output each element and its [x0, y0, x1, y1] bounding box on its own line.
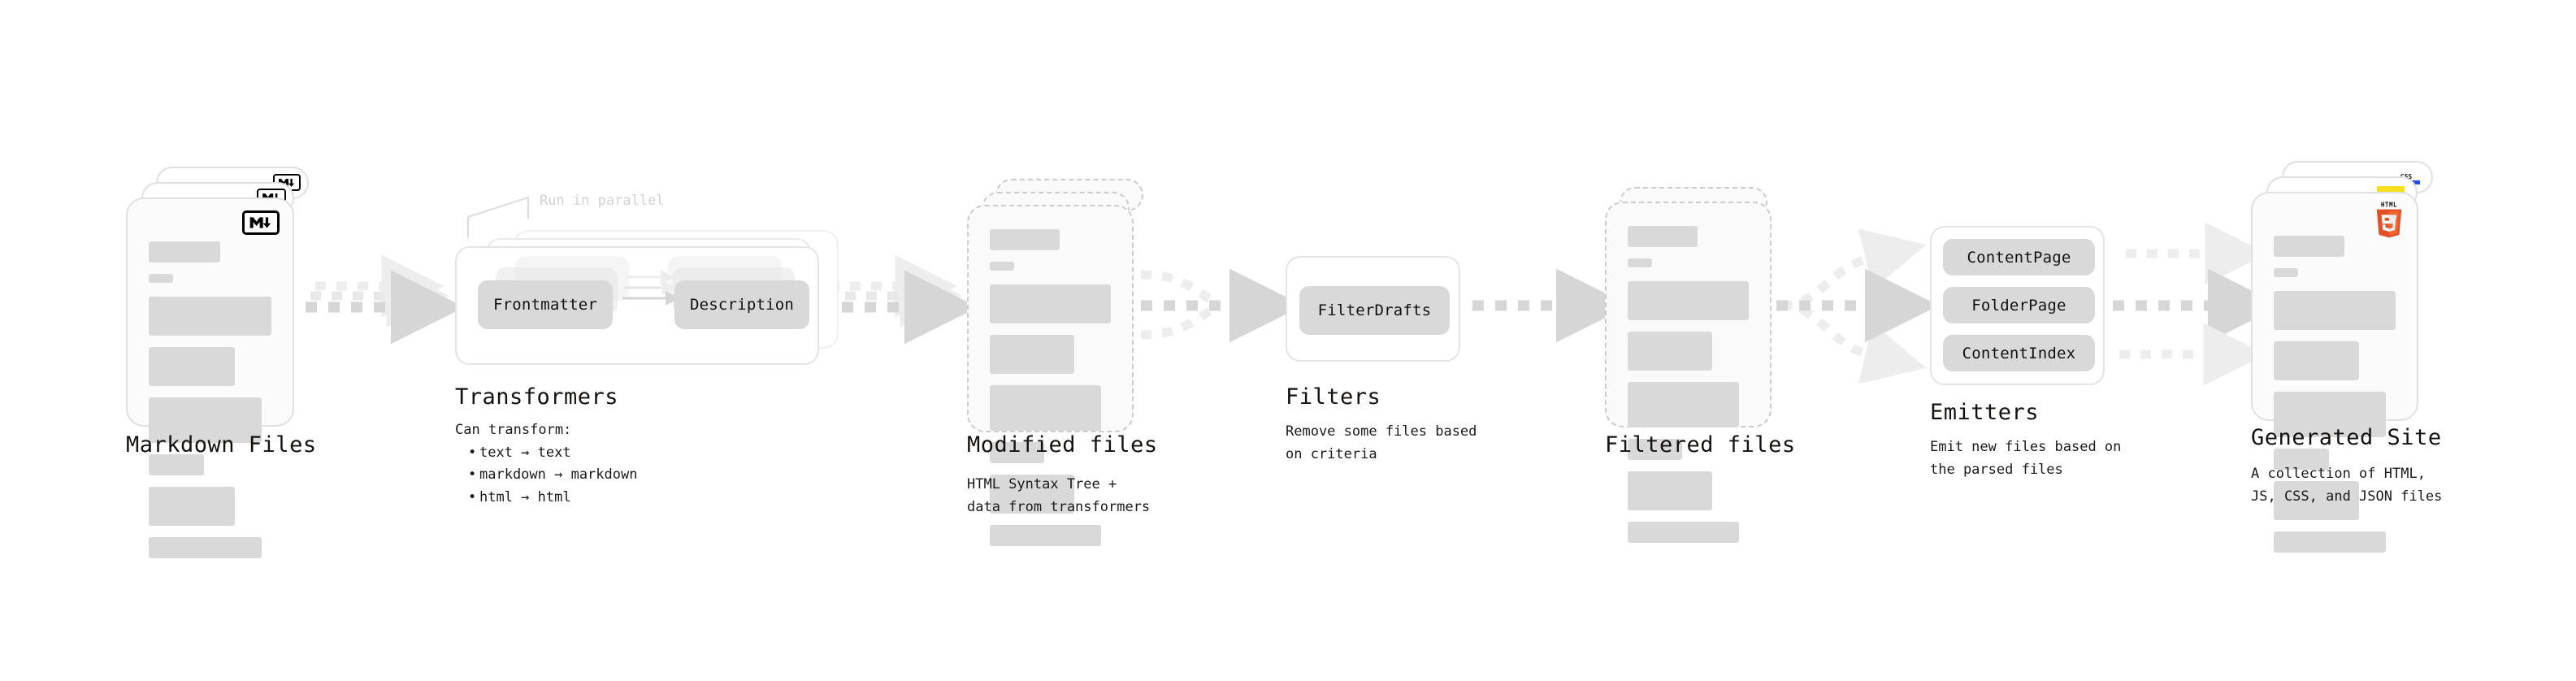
markdown-card-front — [126, 197, 294, 558]
content-line — [1628, 258, 1652, 267]
content-line — [149, 347, 235, 386]
transformers-group: Run in parallel Frontmatter — [455, 191, 839, 365]
filtered-card-content — [1628, 226, 1749, 554]
filters-group: FilterDrafts — [1286, 256, 1460, 362]
content-line — [2274, 481, 2359, 520]
markdown-card-content — [149, 241, 271, 570]
markdown-files-title: Markdown Files — [126, 432, 317, 458]
transformers-bullet-item: html → html — [468, 487, 637, 510]
content-line — [2274, 291, 2396, 330]
generated-site-title: Generated Site — [2251, 425, 2442, 450]
content-line — [2274, 341, 2359, 380]
emitter-node-contentindex[interactable]: ContentIndex — [1943, 335, 2095, 371]
transformers-title: Transformers — [455, 384, 619, 410]
filtered-files-stack — [1605, 187, 1792, 543]
emitter-node-label: ContentPage — [1967, 248, 2071, 267]
content-line — [990, 385, 1102, 431]
emitters-group: ContentPage FolderPage ContentIndex — [1930, 226, 2105, 385]
content-line — [2274, 236, 2344, 257]
transformers-caption: Can transform: text → text markdown → ma… — [455, 419, 637, 509]
generated-card-content — [2274, 236, 2396, 564]
transformer-node-description[interactable]: Description — [674, 280, 809, 329]
content-line — [990, 229, 1060, 250]
content-line — [149, 454, 204, 475]
generated-card-front: HTML — [2251, 192, 2418, 553]
filtered-files-title: Filtered files — [1605, 432, 1796, 458]
generated-site-caption: A collection of HTML, JS, CSS, and JSON … — [2251, 466, 2443, 505]
modified-files-caption: HTML Syntax Tree + data from transformer… — [967, 476, 1151, 515]
content-line — [149, 487, 235, 526]
modified-files-title: Modified files — [967, 432, 1158, 458]
content-line — [2274, 449, 2329, 470]
content-line — [2274, 392, 2386, 437]
filter-node-filterdrafts[interactable]: FilterDrafts — [1299, 286, 1450, 335]
content-line — [2274, 268, 2298, 277]
modified-files-stack — [967, 179, 1154, 546]
transformers-bullet-item: text → text — [468, 442, 637, 465]
emitter-node-label: FolderPage — [1971, 296, 2066, 314]
arrow-markdown-to-transformers — [306, 254, 465, 345]
content-line — [149, 274, 174, 283]
filter-node-label: FilterDrafts — [1317, 301, 1432, 319]
content-line — [990, 442, 1045, 463]
emitter-node-folderpage[interactable]: FolderPage — [1943, 287, 2095, 323]
transformer-node-frontmatter[interactable]: Frontmatter — [478, 280, 613, 329]
markdown-files-stack — [126, 167, 313, 558]
content-line — [1628, 281, 1749, 320]
content-line — [990, 525, 1102, 546]
emitter-node-contentpage[interactable]: ContentPage — [1943, 239, 2095, 275]
transformers-bullet-item: markdown → markdown — [468, 464, 637, 487]
content-line — [1628, 439, 1683, 460]
filtered-card-front — [1605, 202, 1772, 543]
content-line — [1628, 332, 1713, 371]
arrow-modified-to-filters — [1140, 268, 1303, 343]
content-line — [990, 284, 1111, 323]
transformers-bullet-list: text → text markdown → markdown html → h… — [455, 442, 637, 510]
transformer-node-label: Description — [689, 296, 795, 314]
emitters-title: Emitters — [1930, 400, 2040, 425]
content-line — [1628, 471, 1713, 510]
markdown-icon — [242, 210, 280, 235]
content-line — [990, 335, 1075, 374]
emitters-caption: Emit new files based on the parsed files — [1930, 439, 2122, 478]
html5-icon: HTML — [2376, 202, 2402, 238]
content-line — [149, 537, 262, 558]
transformer-node-label: Frontmatter — [492, 296, 598, 314]
content-line — [990, 475, 1075, 514]
transformers-caption-lead: Can transform: — [455, 422, 572, 438]
filters-caption: Remove some files based on criteria — [1286, 423, 1477, 462]
content-line — [990, 262, 1014, 271]
modified-card-content — [990, 229, 1111, 557]
emitter-node-label: ContentIndex — [1962, 344, 2076, 362]
content-line — [149, 297, 271, 336]
content-line — [1628, 382, 1740, 427]
run-in-parallel-label: Run in parallel — [540, 193, 665, 209]
filters-title: Filters — [1286, 384, 1381, 410]
content-line — [149, 397, 262, 443]
content-line — [1628, 226, 1698, 247]
content-line — [1628, 522, 1740, 543]
svg-text:HTML: HTML — [2381, 202, 2397, 209]
transformer-internal-arrows — [622, 270, 680, 306]
generated-site-stack: CSS HTML — [2251, 161, 2446, 553]
modified-card-front — [967, 205, 1134, 546]
content-line — [149, 241, 220, 262]
arrow-emitters-to-generated — [2113, 222, 2282, 386]
content-line — [2274, 531, 2386, 553]
run-in-parallel-bracket — [467, 196, 529, 238]
